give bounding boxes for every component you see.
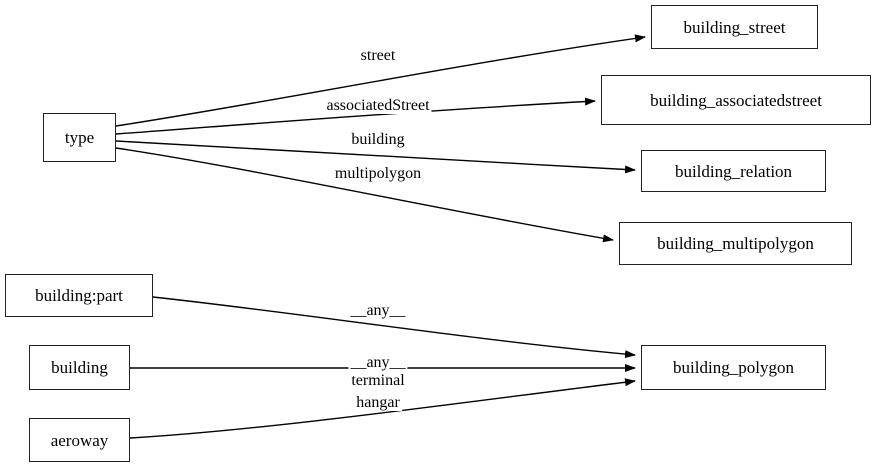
- edge-type-to-building_associatedstreet: [115, 97, 596, 135]
- edge-aeroway-to-building_polygon: [129, 378, 636, 439]
- edge-label-multipolygon: multipolygon: [332, 165, 424, 182]
- edge-type-to-building_street: [115, 34, 646, 127]
- node-building-multipolygon[interactable]: building_multipolygon: [619, 222, 852, 265]
- edge-label-terminal: terminal: [349, 372, 407, 389]
- edge-label-any-part: __any__: [348, 302, 408, 319]
- edge-label-hangar: hangar: [354, 394, 402, 411]
- node-building-associatedstreet[interactable]: building_associatedstreet: [601, 75, 871, 125]
- node-building-relation[interactable]: building_relation: [641, 150, 826, 192]
- node-building-street[interactable]: building_street: [651, 5, 818, 49]
- edge-type-to-building_relation: [115, 140, 636, 174]
- edge-label-any-building: __any__: [348, 354, 408, 371]
- edge-type-to-building_multipolygon: [115, 147, 614, 243]
- node-type[interactable]: type: [43, 113, 116, 162]
- edge-label-street: street: [358, 47, 398, 64]
- node-building-part[interactable]: building:part: [5, 274, 153, 317]
- edge-label-building: building: [349, 131, 407, 148]
- node-building-polygon[interactable]: building_polygon: [641, 345, 826, 390]
- node-building[interactable]: building: [29, 345, 130, 390]
- node-aeroway[interactable]: aeroway: [29, 418, 130, 462]
- edge-label-associatedstreet: associatedStreet: [324, 97, 432, 114]
- edge-building_part-to-building_polygon: [152, 296, 636, 359]
